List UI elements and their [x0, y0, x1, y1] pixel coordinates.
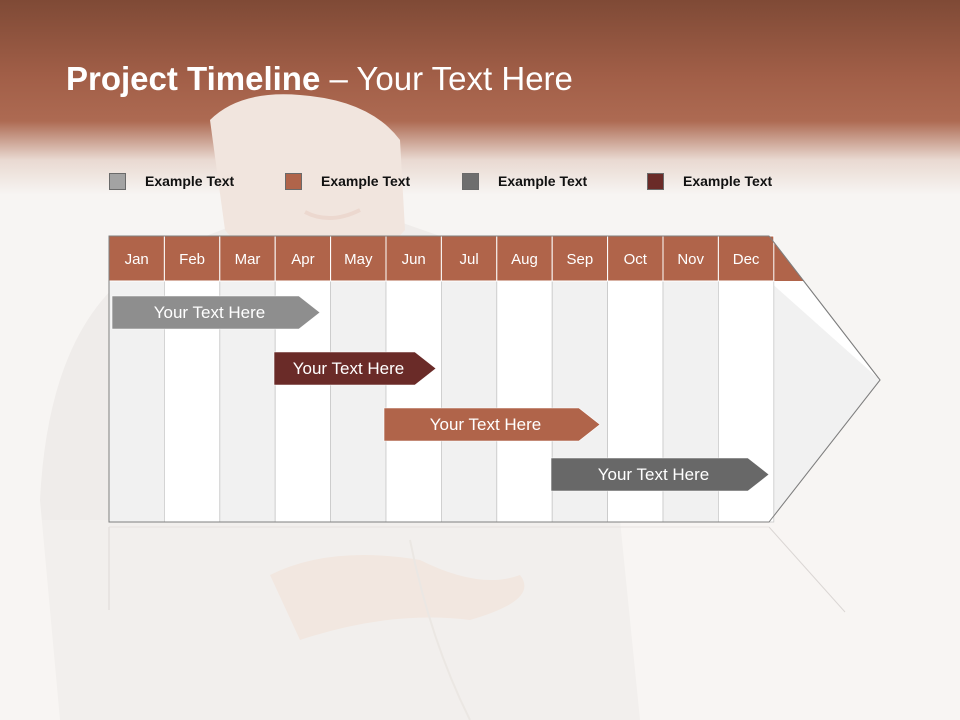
month-label: Jan [125, 251, 149, 268]
month-label: Feb [179, 251, 205, 268]
task-label: Your Text Here [293, 359, 405, 378]
month-label: Apr [291, 251, 314, 268]
legend-swatch-brown [285, 172, 302, 190]
month-label: Jun [402, 251, 426, 268]
task-label: Your Text Here [154, 303, 266, 322]
month-header-cell [662, 235, 719, 282]
month-label: Jul [460, 251, 479, 268]
legend-swatch-maroon [647, 172, 664, 190]
month-column [496, 280, 553, 523]
month-label: Mar [235, 251, 261, 268]
timeline-reflection [108, 526, 846, 613]
legend-swatch-dark-gray [462, 172, 479, 190]
legend-item-1: Example Text [109, 171, 234, 191]
task-bar[interactable] [550, 457, 770, 492]
month-label: May [344, 251, 373, 268]
legend-swatch-gray [109, 172, 126, 190]
arrow-head-fill [769, 281, 880, 522]
page-title: Project Timeline – Your Text Here [66, 60, 573, 98]
legend-label: Example Text [321, 173, 411, 189]
month-header-cell [607, 235, 664, 282]
header-band [0, 0, 960, 195]
month-label: Sep [567, 251, 594, 268]
month-column [385, 280, 442, 523]
title-strong: Project Timeline [66, 60, 321, 97]
legend-label: Example Text [498, 173, 588, 189]
task-label: Your Text Here [430, 415, 542, 434]
task-bar[interactable] [273, 351, 437, 386]
legend-label: Example Text [683, 173, 773, 189]
legend-item-4: Example Text [647, 171, 772, 191]
month-header-cell [274, 235, 332, 282]
timeline-outline [108, 235, 881, 523]
month-label: Nov [677, 251, 704, 268]
task-label: Your Text Here [598, 465, 710, 484]
legend-label: Example Text [145, 173, 235, 189]
month-column [440, 280, 498, 523]
month-header-cell [717, 235, 775, 282]
month-label: Dec [733, 251, 760, 268]
legend-item-3: Example Text [462, 171, 587, 191]
month-label: Oct [624, 251, 648, 268]
month-column [330, 280, 387, 523]
month-label: Aug [511, 251, 538, 268]
month-header-cell [551, 235, 609, 282]
month-header-cell [108, 235, 165, 282]
legend-item-2: Example Text [285, 171, 410, 191]
title-rest: – Your Text Here [320, 60, 573, 97]
task-bar[interactable] [383, 407, 601, 442]
task-bar[interactable] [111, 295, 321, 330]
